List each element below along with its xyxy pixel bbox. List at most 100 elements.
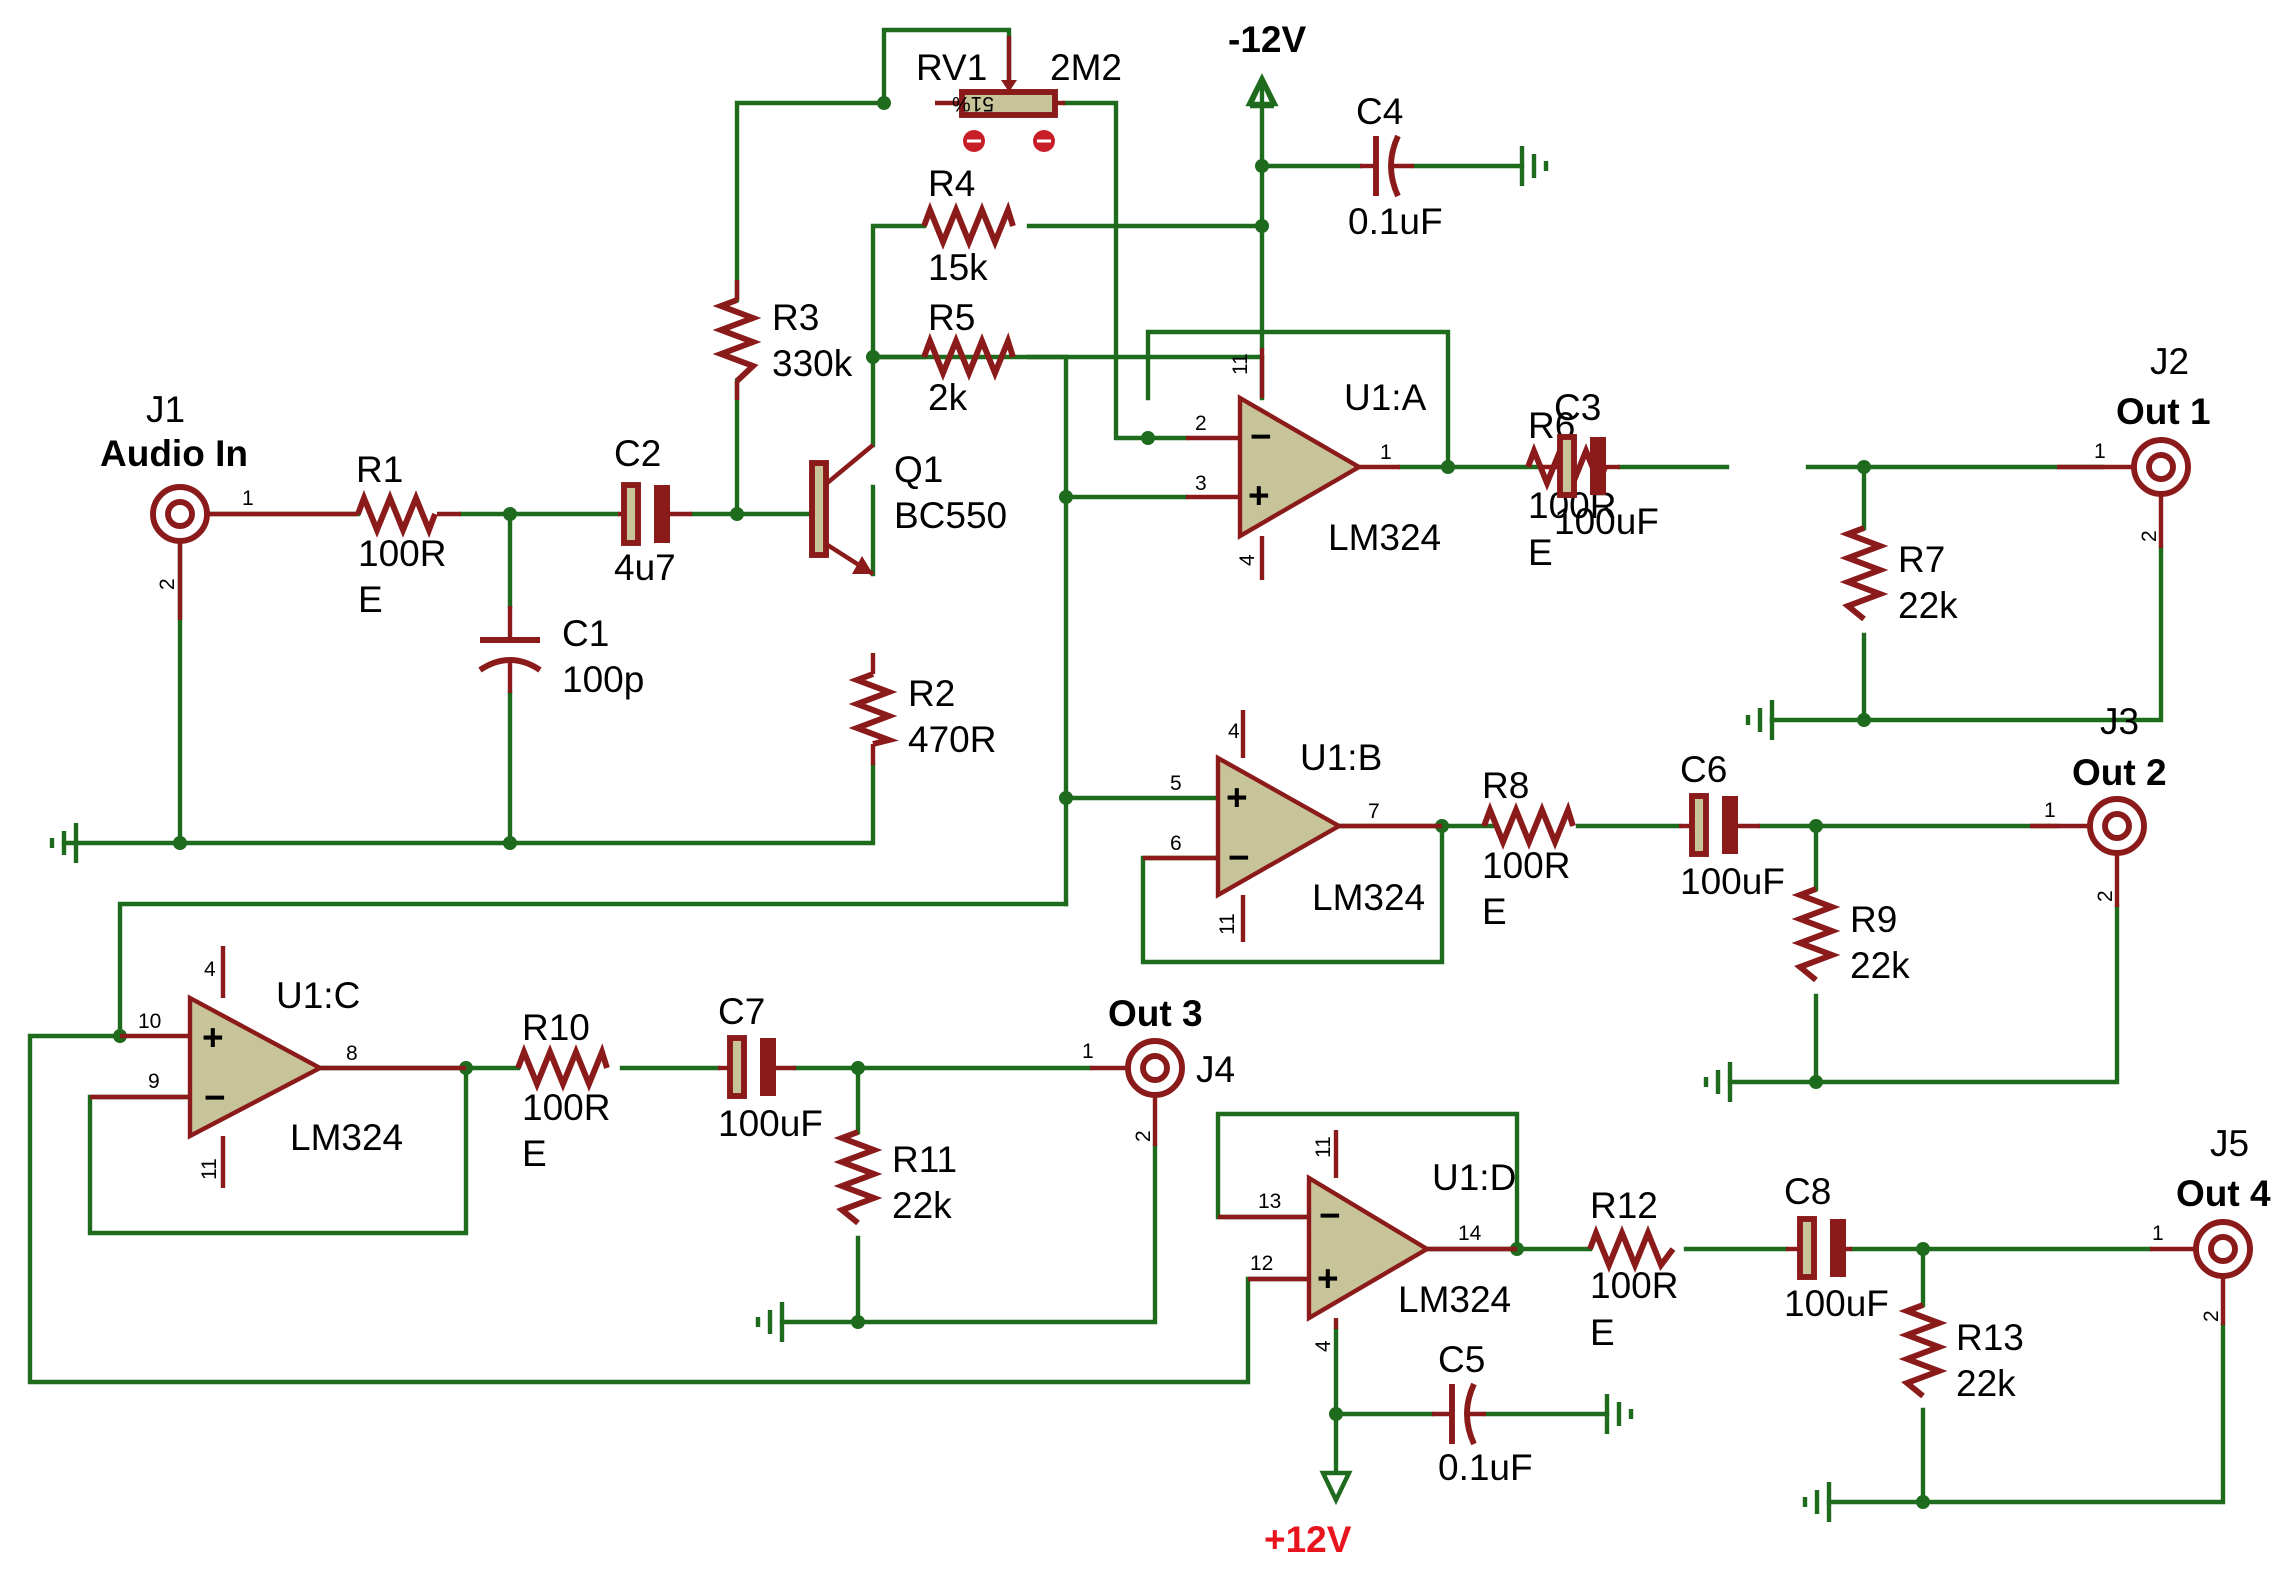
r1-ref: R1 (356, 449, 403, 490)
r11-ref: R11 (892, 1139, 957, 1180)
u1c-ref: U1:C (276, 975, 360, 1016)
u1a-value: LM324 (1328, 517, 1441, 558)
jack-j3: 1 2 J3 Out 2 (2030, 701, 2167, 907)
c1-ref: C1 (562, 613, 609, 654)
j5-pin1: 1 (2152, 1222, 2164, 1245)
j1-ref: J1 (146, 389, 185, 430)
r13-ref: R13 (1956, 1317, 2024, 1358)
resistor-r13: R13 22k (1898, 1302, 2024, 1404)
opamp-u1b: + − 5 6 7 4 11 U1:B LM324 (1143, 710, 1442, 942)
r10-value: 100R (522, 1087, 610, 1128)
capacitor-c1: C1 100p (478, 606, 644, 700)
jack-j5: 1 2 J5 Out 4 (2150, 1123, 2271, 1325)
opamp-u1a: − + 2 3 1 11 4 U1:A LM324 (1186, 348, 1441, 580)
u1d-value: LM324 (1398, 1279, 1511, 1320)
u1b-plus: + (1226, 777, 1248, 818)
u1b-pin-out: 7 (1368, 800, 1380, 823)
rv1-ref: RV1 (916, 47, 987, 88)
j3-label: Out 2 (2072, 752, 2167, 793)
r12-value: 100R (1590, 1265, 1678, 1306)
r11-value: 22k (892, 1185, 952, 1226)
u1b-pin-inv: 6 (1170, 832, 1182, 855)
u1b-pin-v-top: 4 (1228, 720, 1240, 743)
c1-value: 100p (562, 659, 644, 700)
resistor-r5: R5 2k (921, 297, 1016, 418)
resistor-r4: R4 15k (921, 163, 1016, 288)
r1-extra: E (358, 579, 383, 620)
u1a-ref: U1:A (1344, 377, 1427, 418)
resistor-r11: R11 22k (833, 1129, 957, 1226)
c6-ref: C6 (1680, 749, 1727, 790)
c8-value: 100uF (1784, 1283, 1889, 1324)
c5-ref: C5 (1438, 1339, 1485, 1380)
ground-symbol (1802, 1482, 1832, 1522)
j4-label: Out 3 (1108, 993, 1203, 1034)
j4-pin1: 1 (1082, 1040, 1094, 1063)
r12-ref: R12 (1590, 1185, 1658, 1226)
r8-extra: E (1482, 891, 1507, 932)
resistor-r2: R2 470R (848, 653, 996, 765)
j5-label: Out 4 (2176, 1173, 2271, 1214)
ground-symbol (755, 1302, 785, 1342)
junction-dots (113, 96, 1930, 1509)
power-neg-label: -12V (1228, 19, 1306, 60)
u1a-pin-v-top: 11 (1229, 353, 1252, 375)
u1a-minus: − (1250, 416, 1272, 457)
j2-ref: J2 (2150, 341, 2189, 382)
c5-value: 0.1uF (1438, 1447, 1533, 1488)
j2-pin1: 1 (2094, 440, 2106, 463)
r1-value: 100R (358, 533, 446, 574)
r3-value: 330k (772, 343, 853, 384)
resistor-r7: R7 22k (1839, 525, 1958, 626)
j5-pin2: 2 (2200, 1310, 2223, 1322)
capacitor-c6: C6 100uF (1679, 749, 1785, 902)
j1-pin1: 1 (242, 487, 254, 510)
r8-value: 100R (1482, 845, 1570, 886)
u1d-minus: − (1319, 1195, 1341, 1236)
u1a-pin-out: 1 (1380, 441, 1392, 464)
u1d-plus: + (1317, 1258, 1339, 1299)
j2-pin2: 2 (2138, 530, 2161, 542)
c2-value: 4u7 (614, 547, 676, 588)
capacitor-c2: C2 4u7 (614, 433, 692, 588)
c8-ref: C8 (1784, 1171, 1831, 1212)
u1d-pin-inv: 13 (1258, 1190, 1281, 1213)
u1d-ref: U1:D (1432, 1157, 1516, 1198)
r7-value: 22k (1898, 585, 1958, 626)
resistor-r10: R10 100R E (515, 1007, 610, 1174)
potentiometer-rv1: 51% RV1 2M2 (916, 36, 1122, 152)
r5-ref: R5 (928, 297, 975, 338)
capacitor-c4: C4 0.1uF (1348, 91, 1443, 242)
j3-pin1: 1 (2044, 799, 2056, 822)
j2-label: Out 1 (2116, 391, 2211, 432)
r8-ref: R8 (1482, 765, 1529, 806)
r2-ref: R2 (908, 673, 955, 714)
u1d-pin-noninv: 12 (1250, 1252, 1273, 1275)
u1c-minus: − (204, 1077, 226, 1118)
ground-symbol (1703, 1062, 1733, 1102)
j3-pin2: 2 (2094, 890, 2117, 902)
power-neg-12v: -12V (1228, 19, 1306, 109)
r6-extra: E (1528, 532, 1553, 573)
u1b-minus: − (1228, 837, 1250, 878)
jack-j2: 1 2 J2 Out 1 (2057, 341, 2211, 548)
u1a-plus: + (1248, 475, 1270, 516)
r13-value: 22k (1956, 1363, 2016, 1404)
resistor-r1: R1 100R E (334, 449, 461, 620)
r9-ref: R9 (1850, 899, 1897, 940)
j5-ref: J5 (2210, 1123, 2249, 1164)
u1d-pin-out: 14 (1458, 1222, 1482, 1245)
u1a-pin-v-bottom: 4 (1236, 554, 1259, 566)
r12-extra: E (1590, 1312, 1615, 1353)
c4-ref: C4 (1356, 91, 1403, 132)
jack-j4: 1 2 J4 Out 3 (1082, 993, 1235, 1146)
r3-ref: R3 (772, 297, 819, 338)
r10-ref: R10 (522, 1007, 590, 1048)
rv1-value: 2M2 (1050, 47, 1122, 88)
j4-pin2: 2 (1132, 1130, 1155, 1142)
ground-symbol (1745, 700, 1775, 740)
q1-ref: Q1 (894, 449, 943, 490)
capacitor-c8: C8 100uF (1784, 1171, 1889, 1324)
u1c-pin-inv: 9 (148, 1070, 160, 1093)
capacitor-c3: C3 100uF (1541, 387, 1659, 542)
